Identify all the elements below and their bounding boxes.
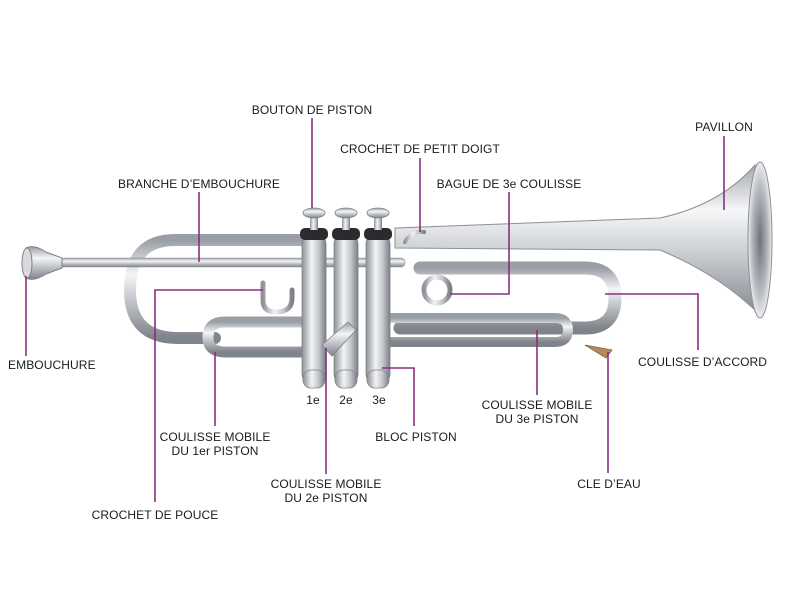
valve-top-ring-2 [332,228,360,240]
label-bouton-de-piston: BOUTON DE PISTON [251,103,373,117]
leader-bague-de-3e-coulisse [450,192,510,295]
valve-top-ring-1 [300,228,328,240]
valve-casing-2 [333,233,359,385]
label-bloc-piston: BLOC PISTON [375,430,457,444]
valve-button-2 [334,207,358,219]
label-coulisse-d-accord: COULISSE D’ACCORD [638,355,768,369]
label-bague-de-3e-coulisse: BAGUE DE 3e COULISSE [436,177,582,191]
leader-lines [25,118,725,502]
valve-stem-3 [374,214,382,230]
leader-bloc-piston [382,367,415,426]
valve-number-3: 3e [372,393,386,407]
valve-bottom-cap-3 [366,369,390,389]
label-coulisse-mobile-3-line1: COULISSE MOBILE [481,398,593,412]
label-cle-d-eau: CLE D’EAU [577,477,641,491]
bell-mouth [747,161,773,319]
label-coulisse-mobile-2-line2: DU 2e PISTON [284,491,368,505]
leader-crochet-de-pouce [154,289,263,502]
mouthpiece-rim [21,247,33,279]
second-valve-slide [321,321,357,357]
tuning-slide-tube [393,261,622,335]
label-coulisse-mobile-1-line1: COULISSE MOBILE [159,430,271,444]
valve-button-1 [302,207,326,219]
valve-bottom-cap-2 [334,369,358,389]
label-branche-d-embouchure: BRANCHE D’EMBOUCHURE [117,177,281,191]
label-pavillon: PAVILLON [695,120,753,134]
label-embouchure: EMBOUCHURE [8,358,96,372]
third-slide-ring [421,274,453,306]
valve-button-3 [366,207,390,219]
valve-bottom-cap-1 [302,369,326,389]
valve-number-1: 1e [306,393,320,407]
main-loop-tube [123,234,306,344]
valve-top-ring-3 [364,228,392,240]
label-coulisse-mobile-3: COULISSE MOBILE DU 3e PISTON [482,398,593,426]
valve-stem-1 [310,214,318,230]
third-valve-slide [380,313,574,347]
valve-stem-2 [342,214,350,230]
label-coulisse-mobile-3-line2: DU 3e PISTON [495,412,579,426]
pinky-hook [403,229,426,244]
thumb-hook [260,280,295,315]
label-crochet-de-petit-doigt: CROCHET DE PETIT DOIGT [340,142,500,156]
label-crochet-de-pouce: CROCHET DE POUCE [91,508,219,522]
valve-casing-3 [365,233,391,385]
first-valve-slide [202,316,311,358]
label-coulisse-mobile-1-line2: DU 1er PISTON [171,444,259,458]
leader-coulisse-d-accord [605,293,699,350]
mouthpiece [25,246,63,280]
valve-number-2: 2e [339,393,353,407]
label-coulisse-mobile-2-line1: COULISSE MOBILE [270,477,382,491]
label-coulisse-mobile-1: COULISSE MOBILE DU 1er PISTON [160,430,271,458]
water-key [584,344,613,359]
valve-casing-1 [301,233,327,385]
label-coulisse-mobile-2: COULISSE MOBILE DU 2e PISTON [271,477,382,505]
